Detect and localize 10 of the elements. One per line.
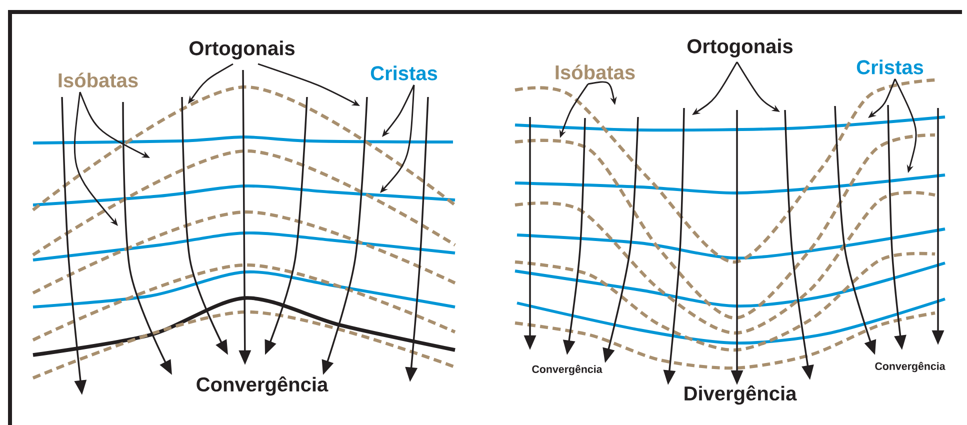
label-text: Cristas: [856, 60, 924, 74]
label-text: Ortogonais: [688, 38, 793, 58]
label-text: Divergência: [684, 385, 797, 405]
label-text: Isóbatas: [58, 72, 138, 88]
label-text: Cristas: [370, 66, 438, 80]
label-text: Isóbatas: [556, 64, 635, 80]
label-text: Ortogonais: [189, 40, 295, 60]
label-text: Convergência: [532, 364, 602, 376]
label-text: Convergência: [875, 362, 946, 372]
label-text: Convergência: [196, 376, 328, 396]
